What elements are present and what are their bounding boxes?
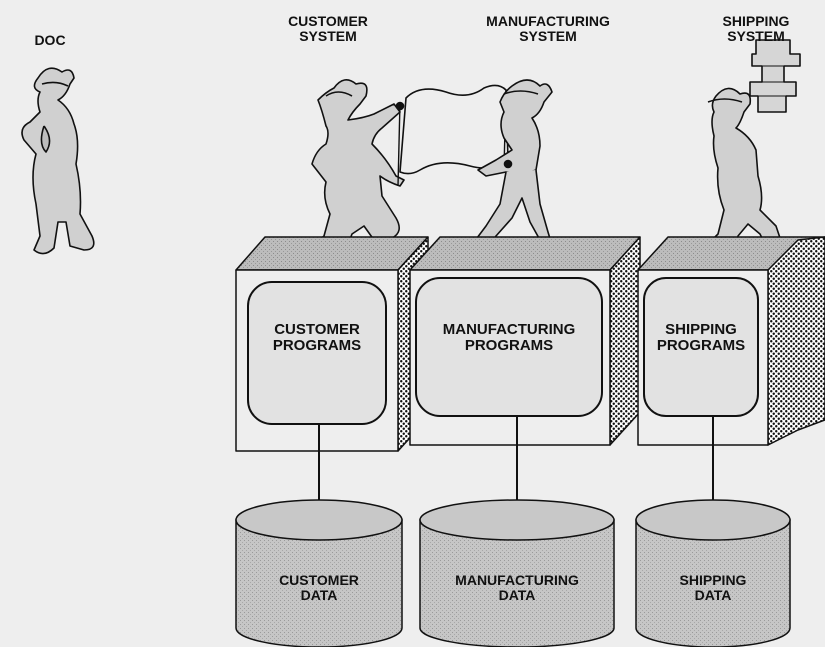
manufacturing-elf-figure bbox=[473, 79, 555, 253]
shipping-system-label: SHIPPING SYSTEM bbox=[722, 13, 790, 44]
customer-system-label: CUSTOMER SYSTEM bbox=[288, 13, 368, 44]
shipping-data-label: SHIPPING DATA bbox=[679, 572, 747, 603]
manufacturing-data-cylinder bbox=[419, 499, 615, 647]
customer-programs-label: CUSTOMER PROGRAMS bbox=[272, 321, 362, 354]
shipping-programs-cube bbox=[637, 236, 825, 446]
shipping-elf-figure bbox=[705, 39, 801, 255]
customer-data-cylinder bbox=[235, 499, 403, 647]
customer-elf-figure bbox=[311, 79, 405, 257]
banner-sheet bbox=[399, 84, 509, 175]
manufacturing-programs-label: MANUFACTURING PROGRAMS bbox=[442, 321, 576, 354]
manufacturing-data-label: MANUFACTURING DATA bbox=[455, 572, 579, 603]
shipping-data-cylinder bbox=[635, 499, 791, 647]
customer-data-label: CUSTOMER DATA bbox=[279, 572, 359, 603]
shipping-programs-label: SHIPPING PROGRAMS bbox=[656, 321, 746, 354]
doc-label: DOC bbox=[34, 32, 66, 48]
doc-elf-figure bbox=[21, 67, 95, 255]
manufacturing-system-label: MANUFACTURING SYSTEM bbox=[486, 13, 610, 44]
manufacturing-programs-cube bbox=[409, 236, 641, 446]
